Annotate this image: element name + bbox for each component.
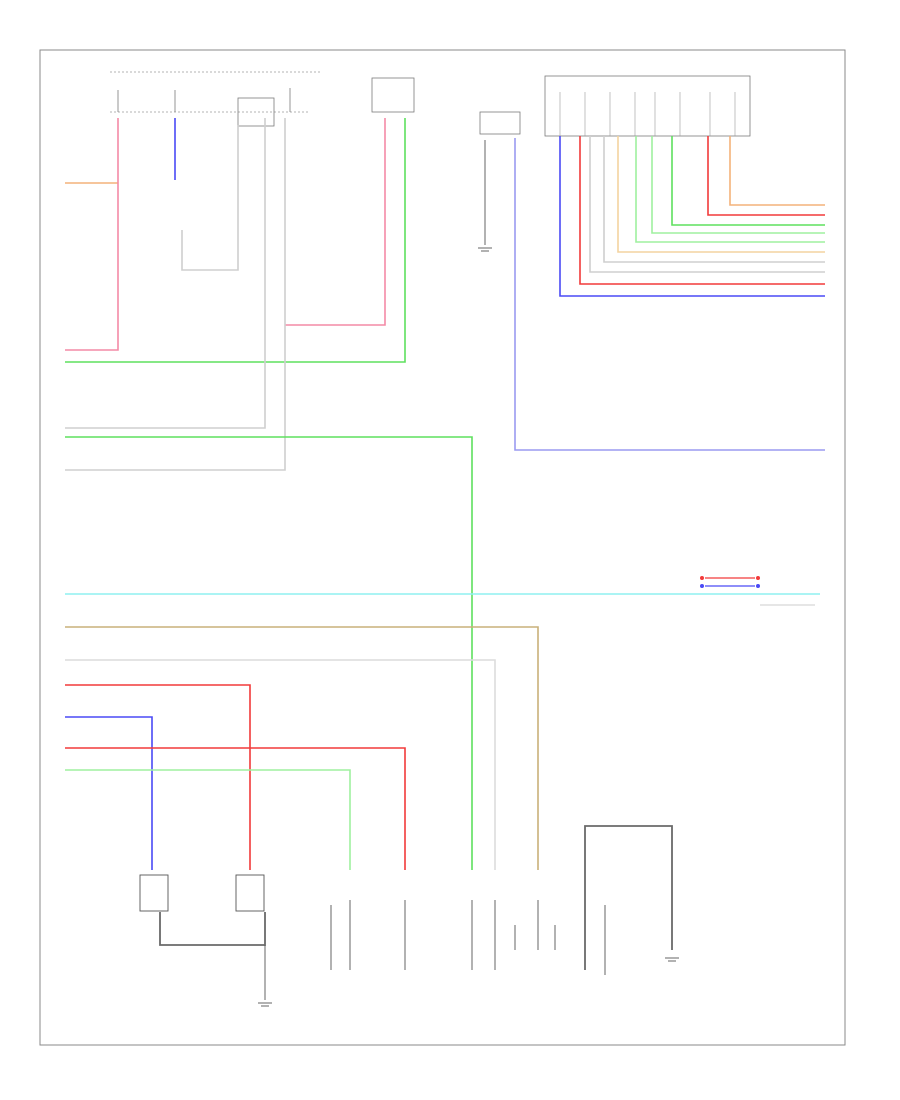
ground-icon	[478, 140, 492, 252]
fuse-block	[117, 75, 751, 137]
diagram-frame	[39, 49, 846, 1046]
top-power-bus	[110, 71, 320, 113]
bottom-components	[139, 825, 679, 1007]
left-harness-wires	[65, 118, 825, 870]
sensor-connector	[700, 576, 815, 606]
ecm-connector-pins	[559, 92, 736, 136]
mid-harness-wires	[65, 593, 820, 870]
ecm-output-wires	[559, 136, 825, 297]
